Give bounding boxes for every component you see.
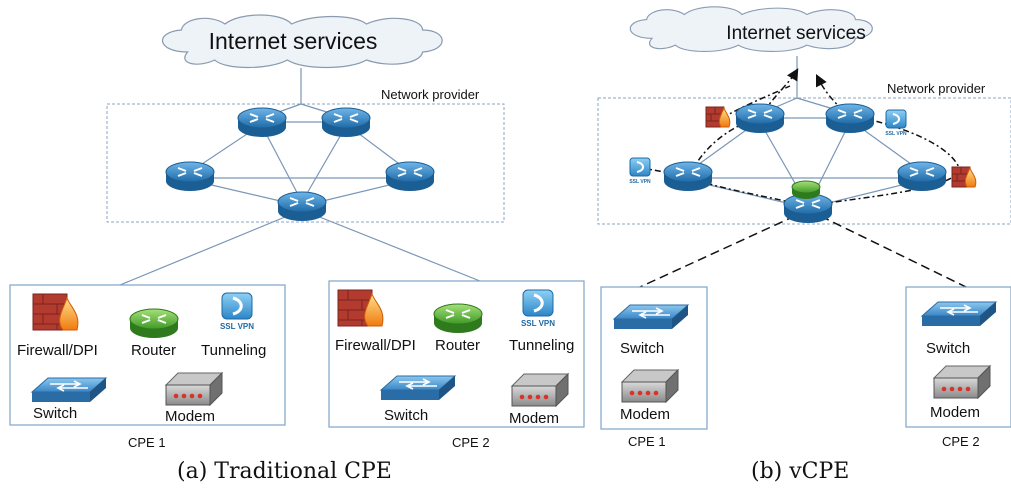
- virtual-firewall-icon: [705, 106, 731, 128]
- modem-label: Modem: [620, 406, 670, 423]
- router-icon: [897, 161, 947, 192]
- router-icon: [433, 303, 483, 334]
- modem-label: Modem: [165, 408, 215, 425]
- modem-label: Modem: [930, 404, 980, 421]
- switch-icon: [380, 375, 456, 401]
- left-panel: Internet services Network provider: [9, 14, 585, 450]
- modem-icon: [511, 373, 569, 407]
- provider-network-box: [597, 97, 1011, 225]
- tunneling-label: Tunneling: [201, 342, 266, 359]
- cpe2-box: Firewall/DPI Router Tunneling Switch Mod…: [328, 280, 585, 428]
- router-icon: [663, 161, 713, 192]
- modem-label: Modem: [509, 410, 559, 427]
- router-icon: [825, 103, 875, 134]
- cpe1-box: Firewall/DPI Router Tunneling Switch Mod…: [9, 284, 286, 426]
- virtual-vpn-icon: [628, 157, 653, 186]
- switch-icon: [31, 377, 107, 403]
- virtual-firewall-icon: [951, 166, 977, 188]
- cpe2-box: Switch Modem: [905, 286, 1011, 428]
- firewall-icon: [337, 289, 384, 327]
- cpe1-box: Switch Modem: [600, 286, 708, 430]
- modem-icon: [933, 365, 991, 399]
- cpe-uplinks: [639, 209, 967, 288]
- modem-icon: [165, 372, 223, 406]
- right-panel: Internet services Network provider: [597, 6, 1011, 449]
- switch-label: Switch: [620, 340, 664, 357]
- modem-icon: [621, 369, 679, 403]
- tunneling-label: Tunneling: [509, 337, 574, 354]
- router-label: Router: [435, 337, 480, 354]
- virtual-vpn-icon: [884, 109, 909, 138]
- cpe1-label: CPE 1: [128, 435, 166, 450]
- switch-icon: [921, 301, 997, 327]
- router-icon: [237, 107, 287, 138]
- caption-vcpe: (b) vCPE: [751, 459, 850, 484]
- virtual-router-icon: [791, 180, 821, 200]
- cpe2-label: CPE 2: [452, 435, 490, 450]
- firewall-icon: [32, 293, 79, 331]
- router-icon: [165, 161, 215, 192]
- switch-label: Switch: [33, 405, 77, 422]
- router-icon: [277, 191, 327, 222]
- router-label: Router: [131, 342, 176, 359]
- router-icon: [385, 161, 435, 192]
- firewall-label: Firewall/DPI: [17, 342, 98, 359]
- cloud-label: Internet services: [209, 28, 378, 54]
- cpe2-label: CPE 2: [942, 434, 980, 449]
- router-icon: [129, 308, 179, 339]
- provider-network-box: [106, 103, 505, 223]
- provider-label: Network provider: [887, 81, 986, 96]
- caption-traditional: (a) Traditional CPE: [177, 459, 392, 484]
- provider-label: Network provider: [381, 87, 480, 102]
- switch-label: Switch: [926, 340, 970, 357]
- cloud-label: Internet services: [726, 23, 865, 44]
- switch-label: Switch: [384, 407, 428, 424]
- vpn-icon: [519, 288, 557, 330]
- switch-icon: [613, 304, 689, 330]
- firewall-label: Firewall/DPI: [335, 337, 416, 354]
- cpe1-label: CPE 1: [628, 434, 666, 449]
- router-icon: [321, 107, 371, 138]
- router-icon: [735, 103, 785, 134]
- vpn-icon: [218, 291, 256, 333]
